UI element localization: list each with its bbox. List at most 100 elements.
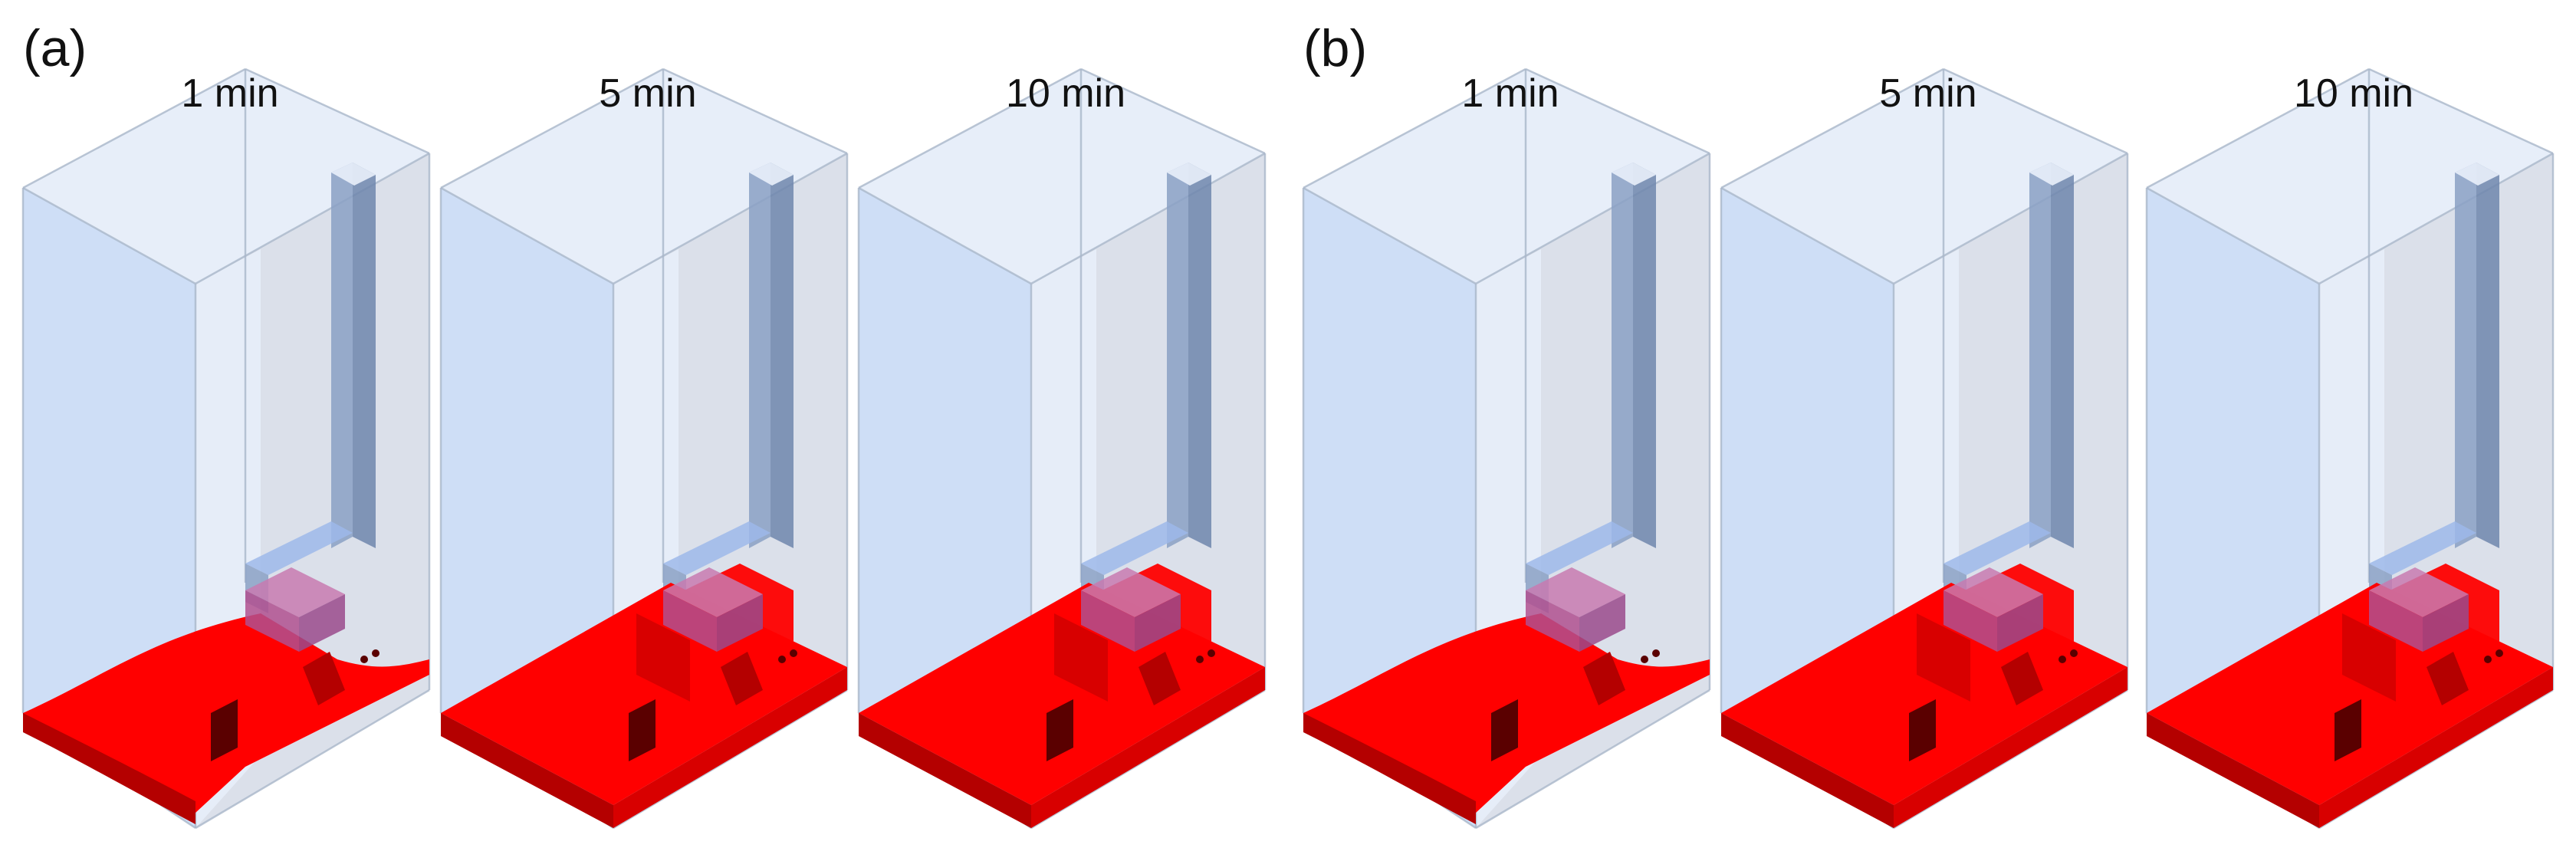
box-edge <box>1030 152 1266 285</box>
vent-hole <box>372 649 380 657</box>
equipment-top <box>245 567 345 617</box>
door-opening <box>1909 699 1936 761</box>
shaft-top <box>331 163 376 186</box>
box-edge <box>662 67 848 155</box>
time-label-a-1: 1 min <box>181 71 279 116</box>
time-label-b-3: 10 min <box>2293 71 2414 116</box>
equipment-side <box>2423 594 2469 652</box>
box-edge <box>2318 152 2554 285</box>
box-edge <box>2146 186 2320 285</box>
duct-top <box>663 521 770 575</box>
box-top <box>23 69 429 284</box>
vent-hole <box>1641 656 1648 663</box>
shaft-side <box>353 163 376 548</box>
tilted-panel <box>1583 652 1625 705</box>
flood-side-right <box>1031 667 1265 828</box>
box-edge <box>1893 152 2128 285</box>
box-top <box>2147 69 2553 284</box>
duct-top <box>1081 521 1188 575</box>
vent-hole <box>1196 656 1204 663</box>
frame-b-3: 10 min <box>2139 0 2568 848</box>
vent-hole <box>790 649 797 657</box>
shaft-front <box>2029 163 2051 548</box>
box-edge <box>22 67 246 189</box>
flood-block-side <box>1917 613 1970 702</box>
vent-hole <box>360 656 368 663</box>
shaft-front <box>2455 163 2476 548</box>
box-edge <box>1943 67 2128 155</box>
frame-a-1: 1 min <box>15 0 445 848</box>
tilted-panel <box>1138 652 1181 705</box>
box-edge <box>613 152 848 285</box>
time-label-a-2: 5 min <box>599 71 697 116</box>
equipment-top <box>1944 567 2043 617</box>
flood-side-left <box>23 713 196 824</box>
box-edge <box>1303 186 1477 285</box>
equipment-top <box>1081 567 1181 617</box>
frame-a-2-render <box>439 67 849 830</box>
flood-side-left <box>1721 713 1894 828</box>
panel-label-a: (a) <box>23 19 87 77</box>
frame-b-1-render <box>1302 67 1711 830</box>
equipment-top <box>1526 567 1625 617</box>
equipment-front <box>2369 590 2423 652</box>
equipment-side <box>717 594 763 652</box>
flood-block-side <box>636 613 690 702</box>
tilted-panel <box>303 652 345 705</box>
frame-a-3: 10 min <box>851 0 1280 848</box>
flood-side-left <box>859 713 1031 828</box>
box-edge <box>2368 67 2554 155</box>
duct-top <box>245 521 353 575</box>
box-edge <box>1303 67 1526 189</box>
time-label-a-3: 10 min <box>1005 71 1126 116</box>
frame-a-2: 5 min <box>433 0 863 848</box>
shaft-top <box>1612 163 1656 186</box>
door-opening <box>1046 699 1073 761</box>
shaft-top <box>2455 163 2499 186</box>
shaft-front <box>331 163 353 548</box>
duct-top <box>1944 521 2051 575</box>
frame-a-3-render <box>857 67 1267 830</box>
equipment-top <box>2369 567 2469 617</box>
frame-b-3-render <box>2145 67 2555 830</box>
box-top <box>441 69 847 284</box>
time-label-b-2: 5 min <box>1879 71 1977 116</box>
equipment-front <box>1081 590 1135 652</box>
frame-a-1-render <box>21 67 431 830</box>
door-opening <box>1491 699 1518 761</box>
shaft-top <box>1167 163 1211 186</box>
shaft-side <box>1633 163 1656 548</box>
vent-hole <box>1652 649 1660 657</box>
flood-side-right <box>1894 667 2128 828</box>
vent-hole <box>2484 656 2492 663</box>
frame-b-1: 1 min <box>1296 0 1725 848</box>
shaft-side <box>1188 163 1211 548</box>
flood-side-left <box>2147 713 2319 828</box>
equipment-side <box>1135 594 1181 652</box>
flood-block-side <box>1054 613 1108 702</box>
box-edge <box>858 67 1082 189</box>
equipment-side <box>1579 594 1625 652</box>
duct-top <box>1526 521 1633 575</box>
door-opening <box>629 699 656 761</box>
frame-b-2: 5 min <box>1714 0 2143 848</box>
vent-hole <box>2058 656 2066 663</box>
flood-side-left <box>1303 713 1476 824</box>
box-edge <box>195 689 430 830</box>
equipment-front <box>663 590 717 652</box>
door-opening <box>211 699 238 761</box>
tilted-panel <box>2001 652 2043 705</box>
flood-side-right <box>2319 667 2553 828</box>
vent-hole <box>2496 649 2503 657</box>
box-top <box>1721 69 2128 284</box>
box-top <box>1303 69 1710 284</box>
frame-b-2-render <box>1720 67 2129 830</box>
vent-hole <box>2070 649 2078 657</box>
box-edge <box>1525 67 1710 155</box>
equipment-front <box>245 590 299 652</box>
box-top <box>859 69 1265 284</box>
box-edge <box>1475 152 1710 285</box>
flood-side-right <box>613 667 847 828</box>
shaft-side <box>770 163 794 548</box>
door-opening <box>2334 699 2361 761</box>
